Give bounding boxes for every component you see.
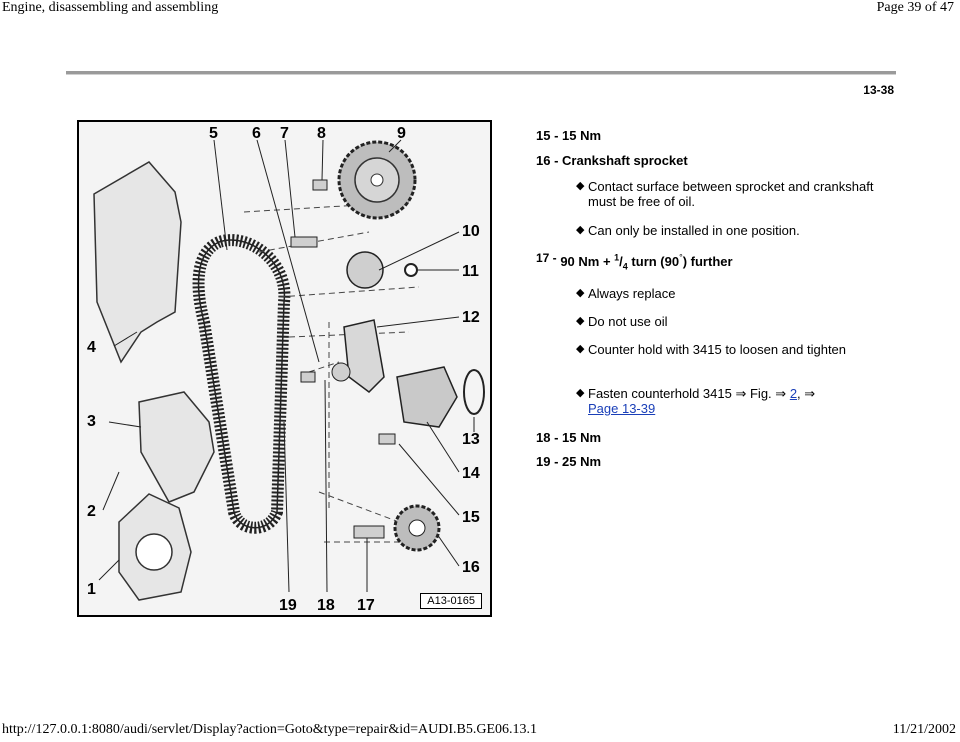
- middle-belt-cover: [138, 391, 215, 503]
- diamond-bullet-icon: ◆: [576, 224, 585, 236]
- item-16: 16 - Crankshaft sprocket: [536, 153, 688, 168]
- crankshaft-bolt: [353, 525, 385, 539]
- bullet-no-oil: ◆ Do not use oil: [576, 314, 668, 329]
- diamond-bullet-icon: ◆: [576, 315, 585, 327]
- sprocket-bolt: [312, 179, 328, 191]
- callout-7: 7: [280, 125, 289, 142]
- footer-url: http://127.0.0.1:8080/audi/servlet/Displ…: [2, 722, 537, 737]
- callout-16: 16: [462, 559, 480, 576]
- bullet-always-replace: ◆ Always replace: [576, 286, 676, 301]
- tensioner-roller: [346, 251, 384, 289]
- callout-18: 18: [317, 597, 335, 614]
- toothed-belt-edge: [197, 239, 286, 529]
- idler-bracket: [343, 319, 385, 393]
- diamond-bullet-icon: ◆: [576, 343, 585, 355]
- header-rule: [66, 71, 896, 75]
- item-19: 19 - 25 Nm: [536, 454, 602, 469]
- callout-1: 1: [87, 581, 96, 598]
- callout-3: 3: [87, 413, 96, 430]
- item-15: 15 - 15 Nm: [536, 128, 602, 143]
- callout-11: 11: [462, 263, 479, 280]
- callout-12: 12: [462, 309, 480, 326]
- diamond-bullet-icon: ◆: [576, 387, 585, 399]
- bullet-one-position: ◆ Can only be installed in one position.: [576, 223, 800, 238]
- cover-hole: [135, 533, 173, 571]
- callout-labels: 1 2 3 4 5 6 7 8 9 10 11 12 13 14 15 16 1…: [87, 125, 480, 614]
- bullet-counter-hold: ◆ Counter hold with 3415 to loosen and t…: [576, 342, 847, 357]
- figure-2-link[interactable]: 2: [789, 386, 798, 401]
- callout-17: 17: [357, 597, 375, 614]
- page-number-label: 13-38: [863, 83, 894, 97]
- callout-14: 14: [462, 465, 480, 482]
- document-title: Engine, disassembling and assembling: [2, 0, 219, 15]
- callout-6: 6: [252, 125, 261, 142]
- timing-belt-drawing: 1 2 3 4 5 6 7 8 9 10 11 12 13 14 15 16 1…: [87, 125, 485, 614]
- callout-5: 5: [209, 125, 218, 142]
- diamond-bullet-icon: ◆: [576, 180, 585, 192]
- arrow-icon: ⇒: [804, 386, 816, 401]
- arrow-icon: ⇒: [775, 386, 787, 401]
- exploded-diagram: 1 2 3 4 5 6 7 8 9 10 11 12 13 14 15 16 1…: [77, 120, 492, 617]
- callout-8: 8: [317, 125, 326, 142]
- callout-19: 19: [279, 597, 297, 614]
- diamond-bullet-icon: ◆: [576, 287, 585, 299]
- item-17: 17 - 90 Nm + 1/4 turn (90°) further: [536, 251, 733, 272]
- stud-bolt: [290, 236, 318, 248]
- crankshaft-sprocket-bore: [408, 519, 426, 537]
- water-pump: [396, 366, 458, 428]
- callout-15: 15: [462, 509, 480, 526]
- bolt-18: [300, 371, 316, 383]
- callout-4: 4: [87, 339, 96, 356]
- callout-9: 9: [397, 125, 406, 142]
- toothed-belt: [192, 234, 291, 534]
- bolt-15: [378, 433, 396, 445]
- o-ring: [463, 369, 485, 415]
- tensioner-nut: [404, 263, 418, 277]
- callout-13: 13: [462, 431, 480, 448]
- arrow-icon: ⇒: [735, 386, 747, 401]
- callout-2: 2: [87, 503, 96, 520]
- page-13-39-link[interactable]: Page 13-39: [588, 401, 656, 416]
- page-indicator: Page 39 of 47: [876, 0, 954, 15]
- item-18: 18 - 15 Nm: [536, 430, 602, 445]
- bullet-fasten-counterhold: ◆ Fasten counterhold 3415 ⇒ Fig. ⇒ 2, ⇒ …: [576, 386, 816, 416]
- callout-10: 10: [462, 223, 480, 240]
- leader-lines: [98, 139, 475, 593]
- idler-roller: [331, 362, 351, 382]
- upper-belt-cover: [93, 161, 182, 364]
- camshaft-sprocket-bore: [370, 173, 384, 187]
- footer-date: 11/21/2002: [892, 722, 956, 737]
- bullet-contact-surface: ◆ Contact surface between sprocket and c…: [576, 179, 874, 209]
- figure-code: A13-0165: [420, 593, 482, 609]
